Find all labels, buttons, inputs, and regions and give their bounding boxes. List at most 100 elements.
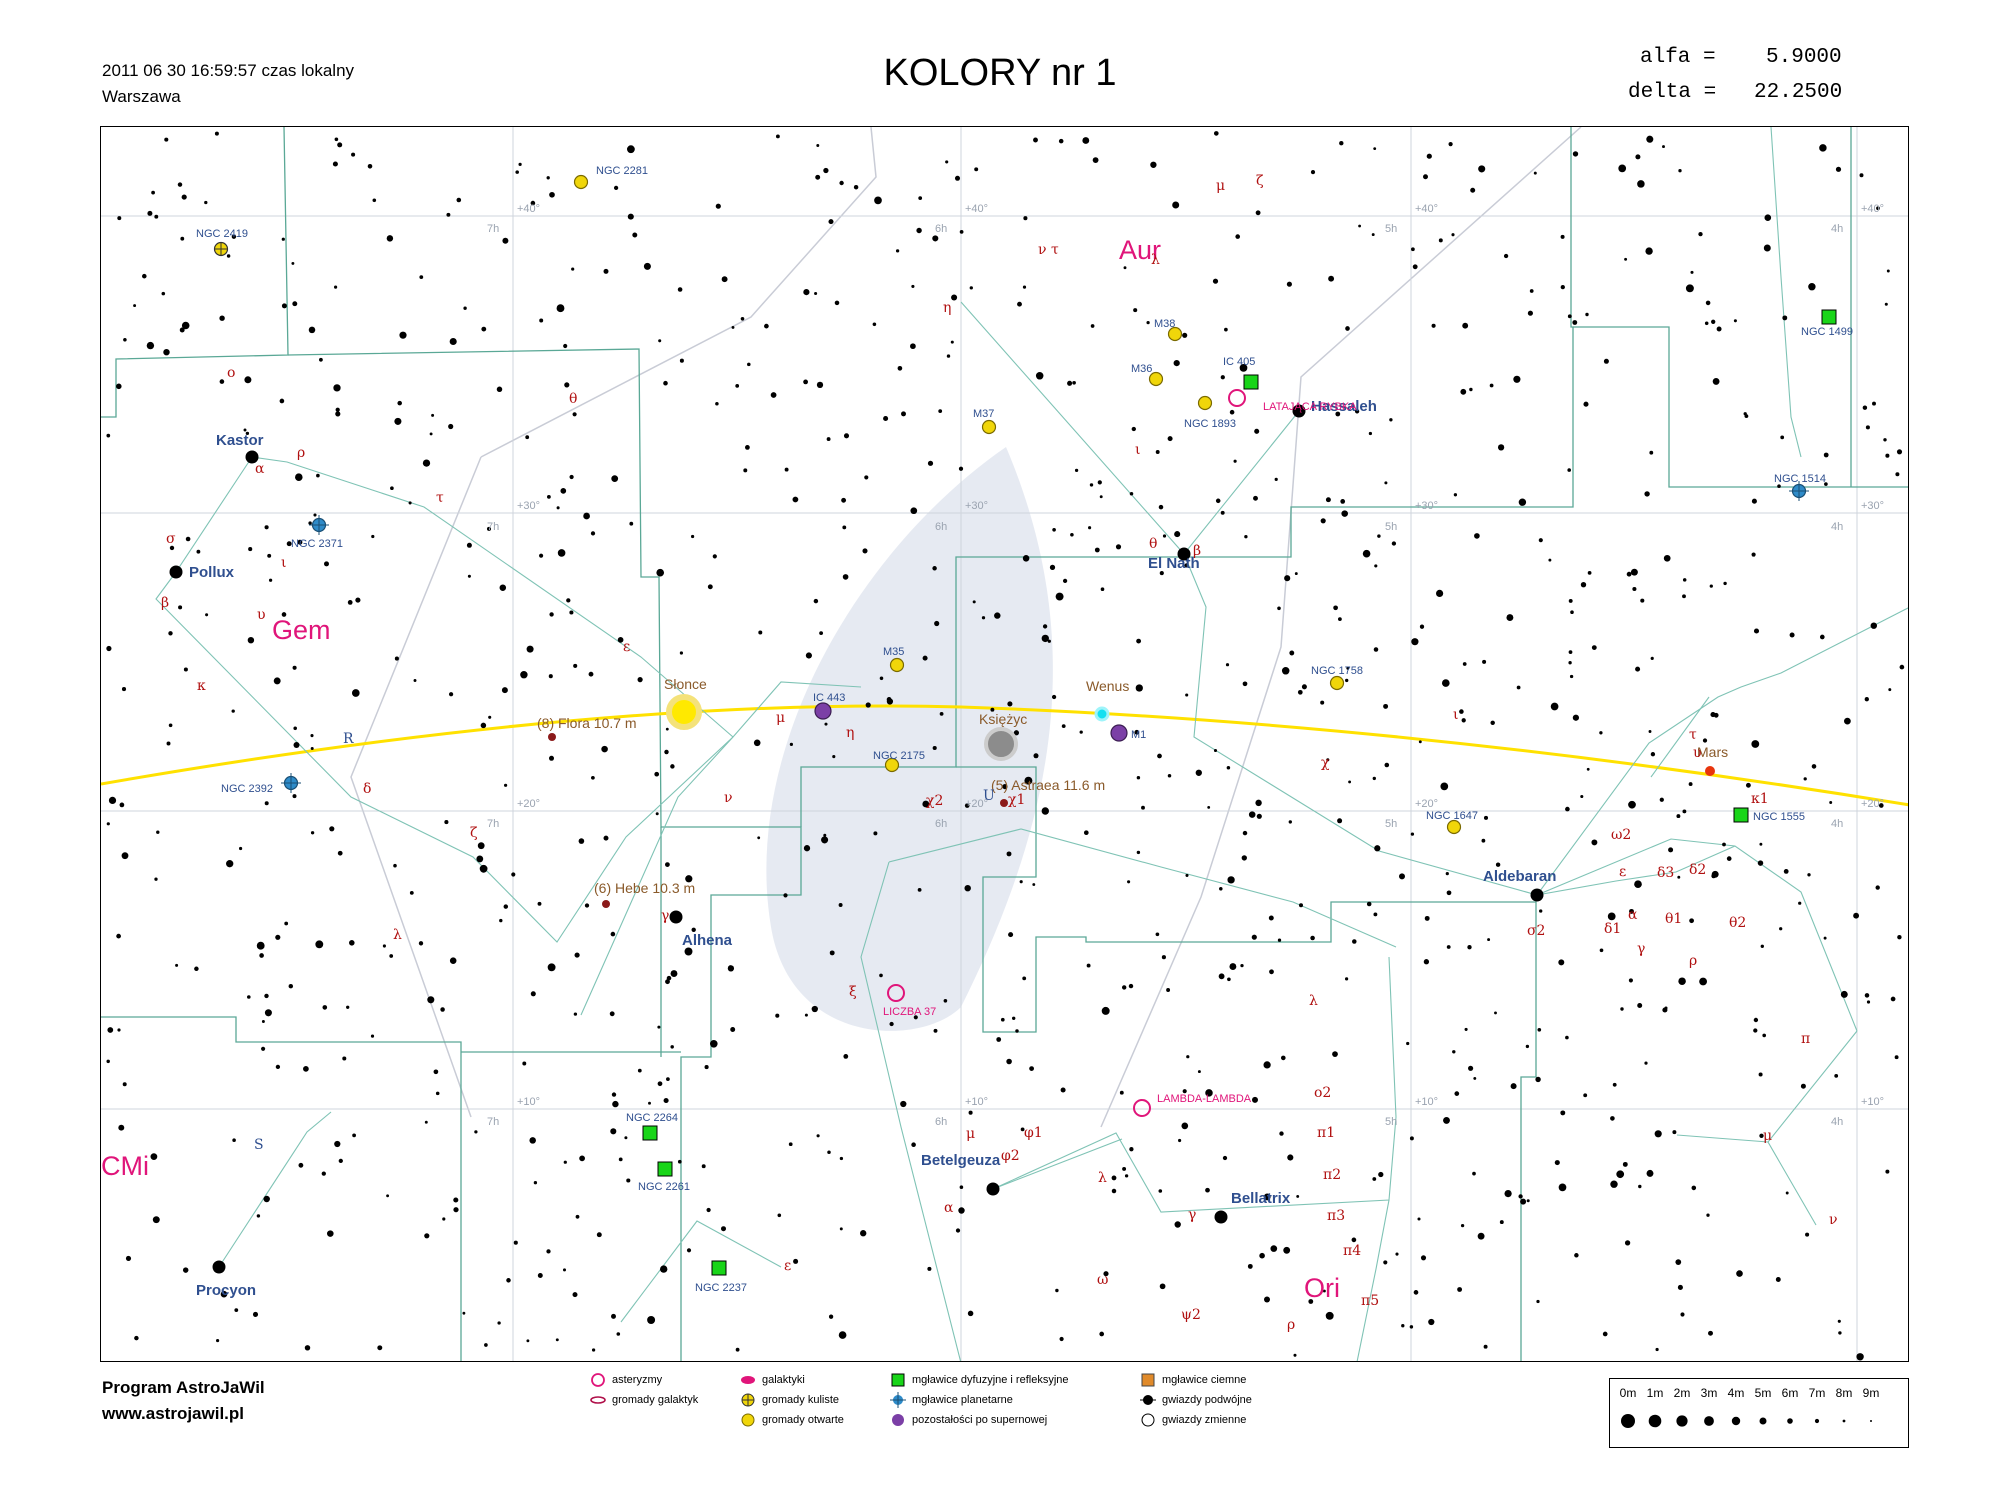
background-star bbox=[770, 392, 777, 398]
background-star bbox=[1807, 873, 1811, 877]
background-star bbox=[670, 1045, 674, 1049]
star-map-canvas[interactable]: 7h7h7h7h6h6h6h6h5h5h5h5h4h4h4h4h+40°+40°… bbox=[101, 127, 1909, 1362]
background-star bbox=[1024, 776, 1033, 785]
background-star bbox=[1470, 187, 1476, 193]
background-star bbox=[316, 473, 320, 478]
greek-star-label: δ1 bbox=[1604, 921, 1621, 937]
legend-item: gromady otwarte bbox=[740, 1412, 844, 1428]
greek-star-label: ε bbox=[784, 1258, 791, 1274]
background-star bbox=[134, 1335, 139, 1341]
background-star bbox=[1131, 426, 1136, 432]
background-star bbox=[1896, 449, 1903, 455]
ra-hour-label: 7h bbox=[487, 818, 499, 830]
background-star bbox=[1864, 993, 1870, 998]
background-star bbox=[1482, 659, 1487, 664]
deep-sky-label: NGC 1647 bbox=[1426, 810, 1478, 822]
background-star bbox=[573, 1012, 578, 1016]
background-star bbox=[546, 176, 550, 180]
background-star bbox=[1497, 444, 1505, 451]
background-star bbox=[481, 326, 487, 332]
background-star bbox=[1411, 638, 1419, 646]
background-star bbox=[214, 131, 219, 136]
greek-star-label: ι bbox=[1453, 707, 1459, 723]
greek-star-label: λ bbox=[393, 927, 402, 943]
background-star bbox=[424, 1120, 428, 1124]
background-star bbox=[1092, 157, 1099, 163]
greek-star-label: β bbox=[161, 595, 169, 611]
background-star bbox=[1345, 326, 1350, 331]
background-star bbox=[549, 612, 554, 617]
background-star bbox=[1172, 201, 1180, 209]
background-star bbox=[1888, 688, 1892, 692]
background-star bbox=[1270, 1245, 1278, 1252]
background-star bbox=[897, 365, 903, 371]
background-star bbox=[1411, 247, 1415, 252]
background-star bbox=[670, 970, 678, 978]
background-star bbox=[1753, 1017, 1759, 1023]
background-star bbox=[298, 1162, 304, 1168]
background-star bbox=[900, 1100, 907, 1108]
background-star bbox=[927, 460, 934, 466]
background-star bbox=[816, 144, 820, 147]
greek-star-label: π2 bbox=[1323, 1167, 1341, 1183]
background-star bbox=[1051, 694, 1057, 700]
background-star bbox=[647, 1316, 656, 1324]
legend-label: asteryzmy bbox=[612, 1374, 663, 1386]
background-star bbox=[1436, 589, 1444, 597]
background-star bbox=[1885, 1169, 1890, 1174]
background-star bbox=[556, 304, 565, 313]
background-star bbox=[1255, 210, 1261, 216]
background-star bbox=[333, 384, 341, 392]
background-star bbox=[1878, 803, 1884, 808]
background-star bbox=[1682, 578, 1687, 582]
background-star bbox=[610, 931, 616, 937]
background-star bbox=[803, 845, 811, 852]
background-star bbox=[1780, 435, 1785, 440]
background-star bbox=[1678, 169, 1682, 173]
ra-hour-label: 4h bbox=[1831, 223, 1843, 235]
background-star bbox=[601, 745, 608, 753]
background-star bbox=[686, 1248, 692, 1253]
background-star bbox=[571, 267, 575, 271]
background-star bbox=[1568, 650, 1573, 654]
background-star bbox=[1070, 533, 1074, 537]
background-star bbox=[1533, 171, 1537, 175]
background-star bbox=[712, 554, 717, 559]
background-star bbox=[969, 286, 973, 290]
background-star bbox=[1227, 876, 1235, 884]
background-star bbox=[497, 1321, 501, 1325]
background-star bbox=[1884, 302, 1888, 306]
background-star bbox=[247, 995, 251, 999]
background-star bbox=[596, 1232, 602, 1238]
background-star bbox=[618, 1157, 623, 1162]
background-star bbox=[1758, 1072, 1763, 1077]
background-star bbox=[1281, 667, 1290, 675]
background-star bbox=[335, 411, 341, 417]
background-star bbox=[1624, 1240, 1631, 1246]
background-star bbox=[556, 506, 560, 510]
background-star bbox=[1634, 880, 1642, 889]
program-url[interactable]: www.astrojawil.pl bbox=[102, 1404, 245, 1423]
background-star bbox=[793, 1258, 799, 1264]
background-star bbox=[1277, 938, 1282, 942]
background-star bbox=[1099, 1331, 1105, 1337]
diffuse-nebula-icon bbox=[1821, 309, 1837, 325]
background-star bbox=[303, 1066, 309, 1072]
background-star bbox=[219, 379, 225, 384]
asteroid-flora-icon bbox=[548, 733, 556, 741]
background-star bbox=[1645, 247, 1653, 255]
background-star bbox=[108, 796, 117, 805]
background-star bbox=[219, 315, 225, 321]
background-star bbox=[1100, 587, 1105, 592]
background-star bbox=[1664, 1006, 1668, 1010]
background-star bbox=[569, 474, 574, 480]
background-star bbox=[685, 875, 693, 883]
background-star bbox=[1328, 275, 1335, 282]
background-star bbox=[1495, 862, 1501, 867]
background-star bbox=[1032, 883, 1036, 886]
background-star bbox=[1856, 1353, 1864, 1361]
background-star bbox=[546, 1249, 551, 1254]
magnitude-label: 9m bbox=[1863, 1386, 1880, 1400]
background-star bbox=[1516, 685, 1521, 690]
